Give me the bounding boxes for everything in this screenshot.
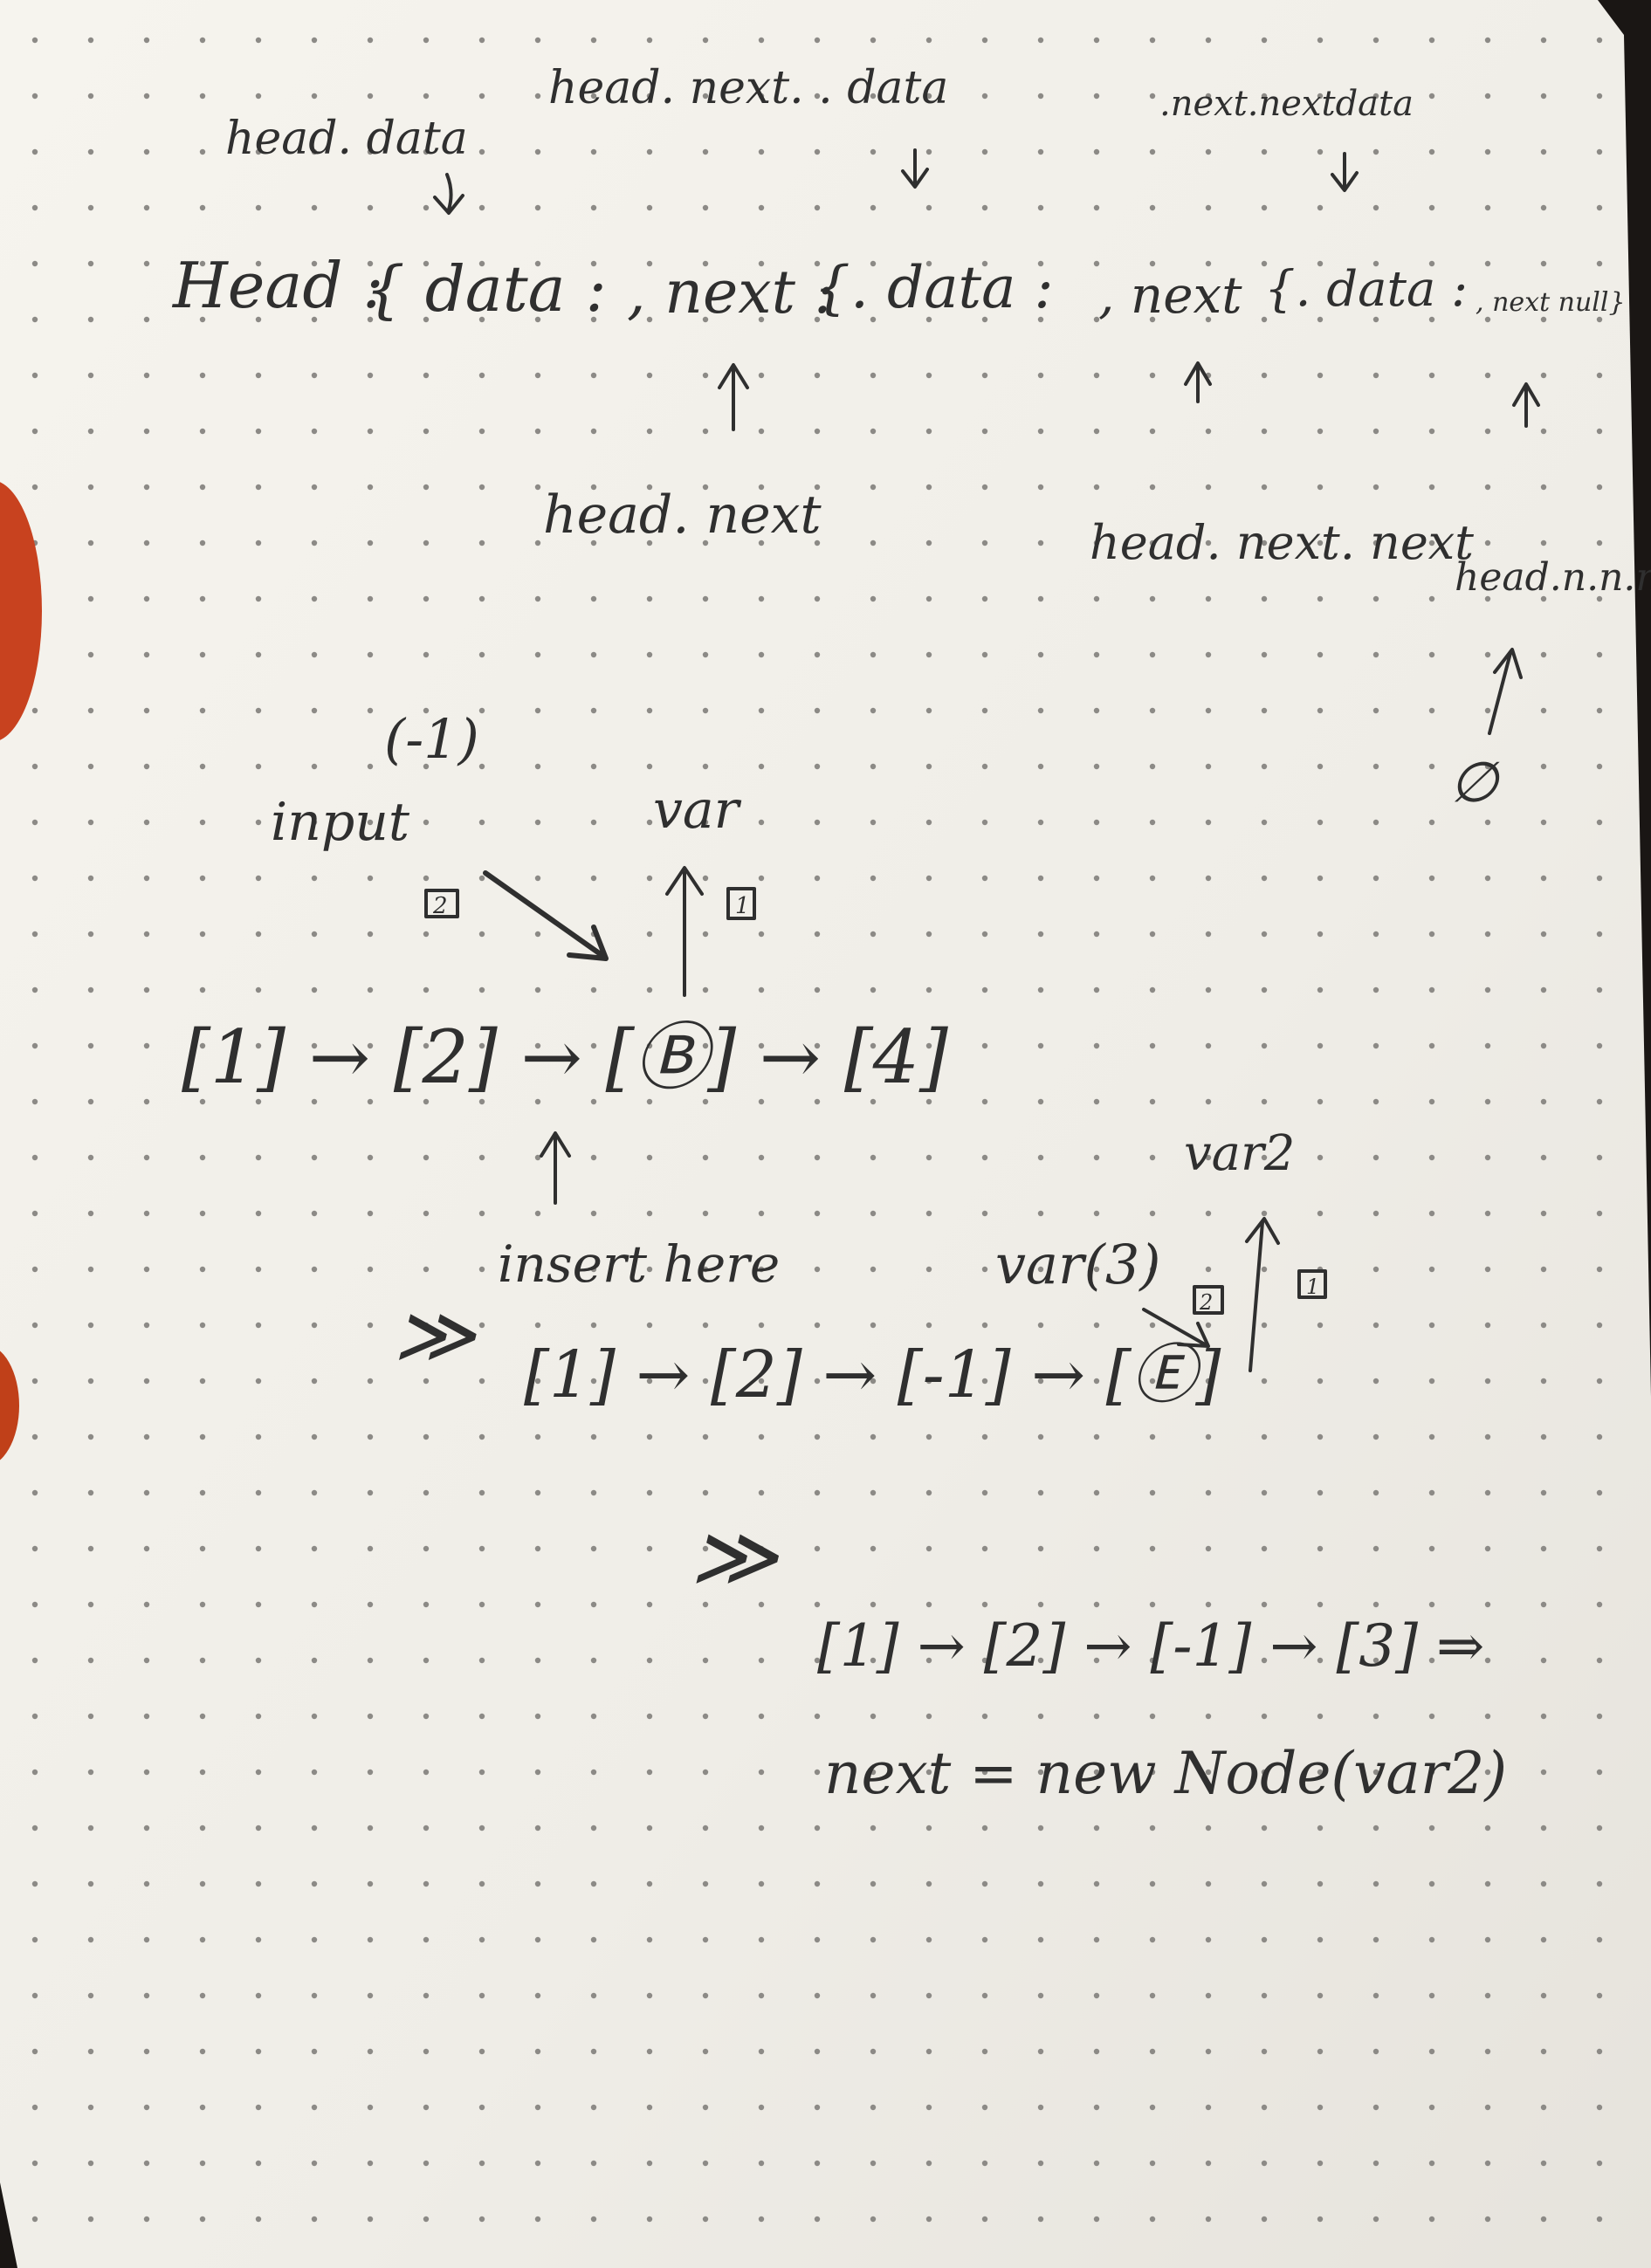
object3-open: {. data : [1264,261,1468,318]
label-next-next-data: .next.nextdata [1159,84,1414,124]
step-box-1 [726,887,756,920]
label-head-next: head. next [543,485,822,546]
arrow-var3-to-node [1142,1308,1210,1348]
label-head-nnn: head.n.n.n [1455,555,1651,600]
linked-list-result: [1] → [2] → [-1] → [3] ⇒ [817,1612,1484,1680]
object1-open: { data : [365,252,607,326]
arrow-up-head-nnn [1512,382,1540,428]
label-head-next-data: head. next. . data [548,62,948,114]
label-var3: var(3) [995,1233,1160,1296]
value-minus-one: (-1) [384,707,479,771]
code-new-node: next = new Node(var2) [824,1740,1507,1807]
object2-open: {. data : [814,254,1054,321]
arrow-down-next-next-data [1331,152,1359,192]
step-box-2-number: 2 [432,893,448,919]
label-var2: var2 [1184,1125,1295,1182]
arrow-down-head-data [433,173,464,215]
finger-shapes [0,482,42,1460]
linked-list-step2: [1] → [2] → [-1] → [Ⓔ] [524,1337,1221,1412]
label-input: input [271,792,410,853]
transform-arrow-2: ≫ [690,1508,780,1605]
arrow-down-next-data [901,148,929,189]
label-var: var [653,780,742,841]
arrow-up-head-next [718,363,749,431]
label-head-data: head. data [225,113,468,165]
object1-next: , next : [627,258,834,327]
object2-next: , next [1098,265,1242,325]
arrow-up-null [1488,648,1523,735]
step-box-2b-number: 2 [1199,1290,1213,1315]
head-keyword: Head : [171,249,384,322]
arrow-node-to-var2 [1245,1217,1280,1372]
arrow-input-to-node [483,870,609,961]
head-object-line: Head : { data : , next : {. data : , nex… [171,249,1626,327]
step-box-1b-number: 1 [1306,1275,1319,1299]
step-box-2b [1193,1285,1224,1315]
linked-list-original: [1] → [2] → [Ⓑ] → [4] [182,1014,948,1100]
arrow-up-head-next-next [1184,361,1212,403]
arrow-node-to-var [665,866,704,997]
step-box-1b [1297,1269,1327,1299]
label-head-next-next: head. next. next [1090,515,1474,570]
null-symbol: ∅ [1449,751,1501,815]
transform-arrow-1: ≫ [393,1289,477,1381]
object3-next: , next null} [1476,287,1626,318]
label-insert-here: insert here [498,1234,780,1294]
step-box-2 [424,889,459,918]
step-box-1-number: 1 [735,893,750,919]
arrow-insert-here [540,1131,571,1205]
